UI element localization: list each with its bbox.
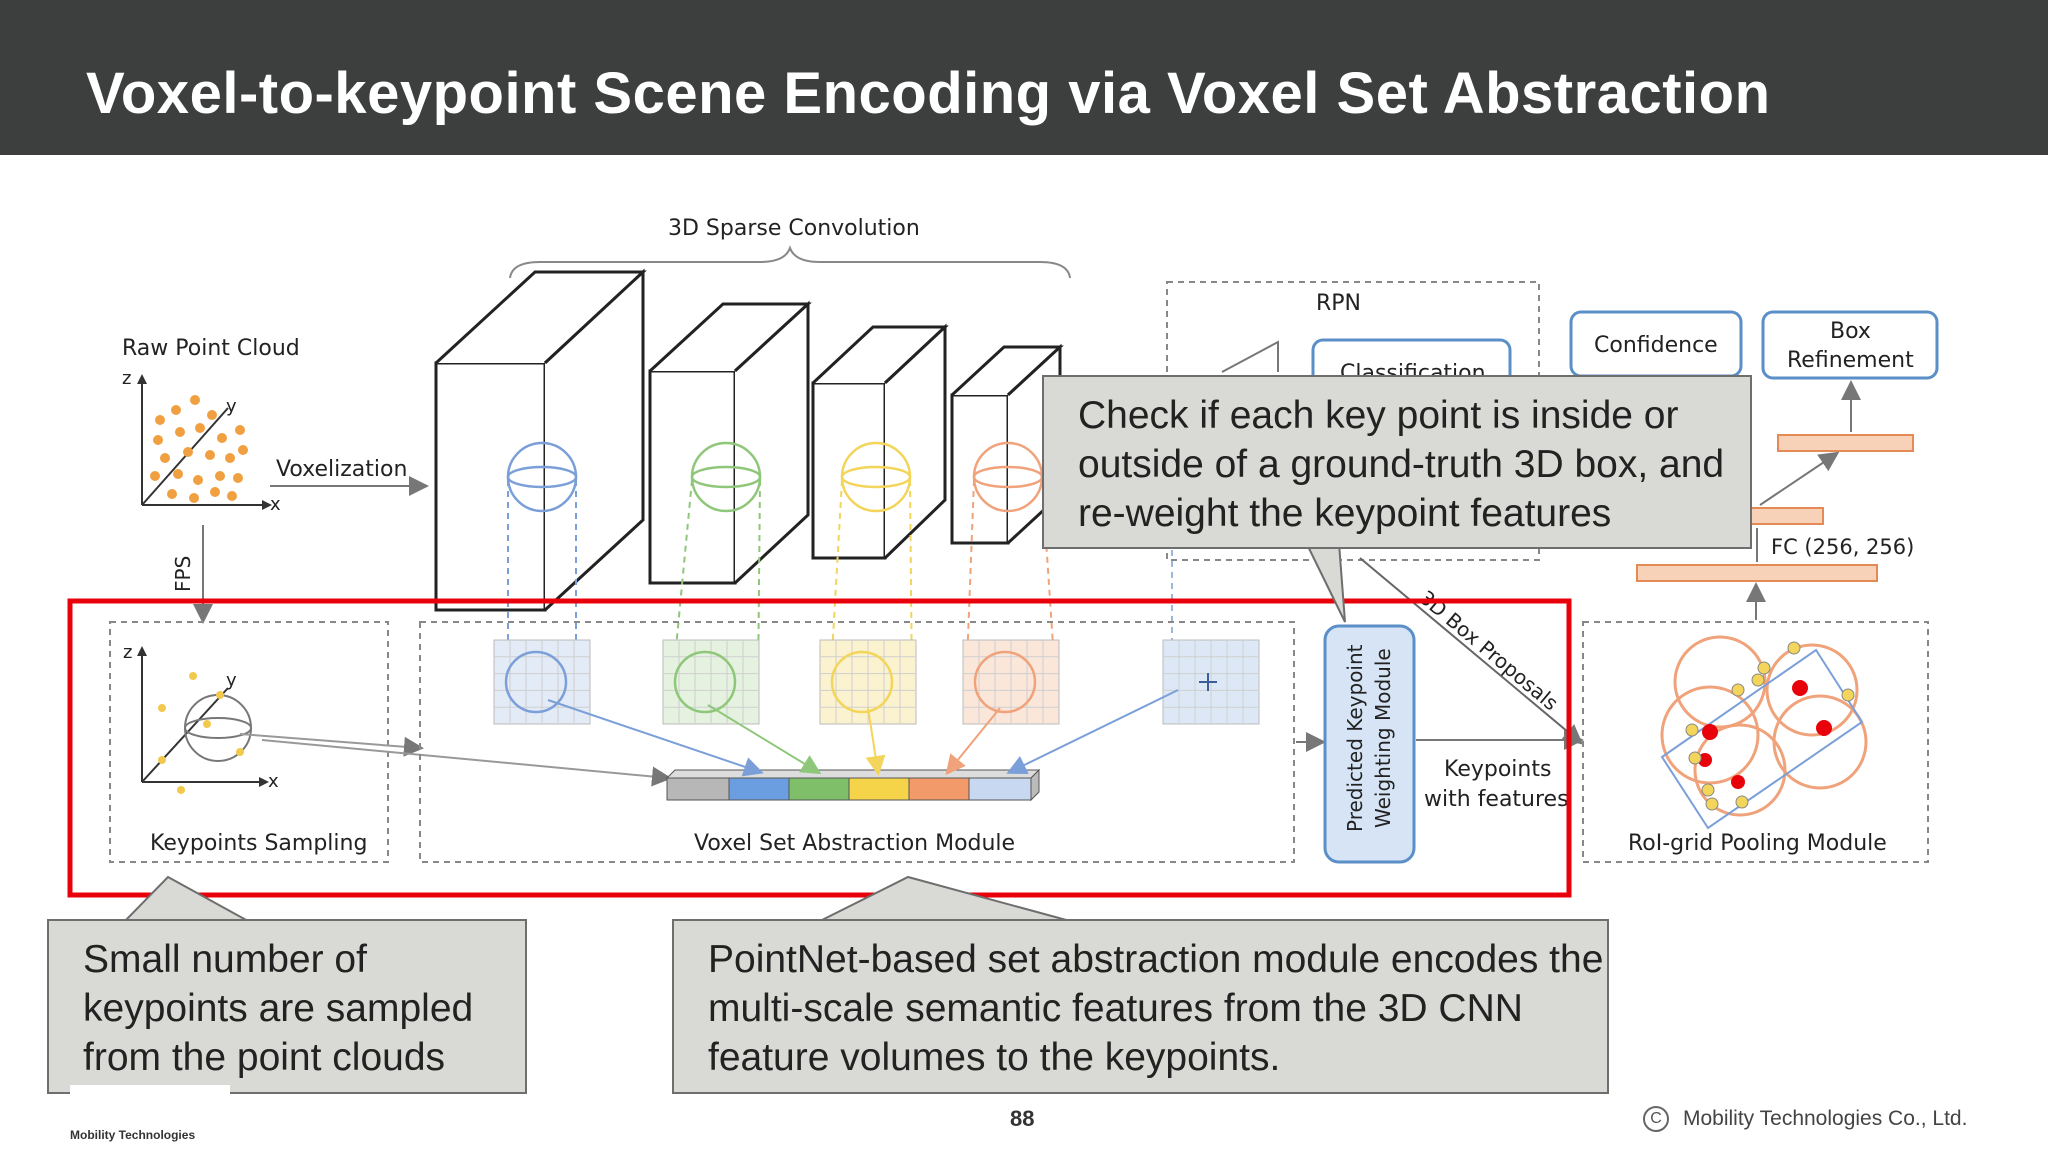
raw-point-cloud-plot: z y x (122, 368, 281, 515)
callout-bottom-middle-text: PointNet-based set abstraction module en… (708, 938, 1604, 1079)
raw-point-cloud-label: Raw Point Cloud (122, 336, 300, 361)
fps-label: FPS (171, 556, 195, 592)
svg-text:x: x (270, 494, 281, 515)
vsa-grids (493, 639, 1260, 725)
page-number: 88 (1010, 1106, 1035, 1131)
vsa-label: Voxel Set Abstraction Module (694, 831, 1015, 856)
bev-point (1199, 673, 1217, 691)
svg-text:z: z (122, 368, 131, 389)
callout-pointer-bottom-middle (819, 875, 1071, 922)
roi-grid-panel (1582, 621, 1929, 863)
svg-text:y: y (226, 396, 237, 417)
title-bar: Voxel-to-keypoint Scene Encoding via Vox… (0, 0, 2048, 155)
voxel-query-ball (504, 650, 568, 714)
feature-arrows (547, 689, 1179, 777)
keypoints-sampling-label: Keypoints Sampling (150, 831, 367, 856)
kp-to-vsa-arrow-2 (261, 739, 672, 787)
voxel-query-ball (830, 650, 894, 714)
copyright-icon: C (1643, 1106, 1669, 1132)
box-refinement-label-2: Refinement (1787, 348, 1914, 373)
roi-grid-label: RoI-grid Pooling Module (1628, 831, 1887, 856)
rpn-shape (1221, 340, 1279, 373)
kp-features-label-2: with features (1424, 787, 1569, 812)
box-proposals-label: 3D Box Proposals (1415, 585, 1563, 715)
pkw-module-box (1323, 624, 1416, 864)
svg-text:y: y (226, 670, 237, 691)
feature-bar (665, 768, 1041, 802)
roi-grid-illustration (1660, 635, 1868, 830)
sparse-conv-label: 3D Sparse Convolution (668, 216, 920, 241)
fc-arrow-1 (1759, 451, 1840, 506)
svg-text:z: z (123, 642, 132, 663)
conv-volumes (434, 268, 1064, 612)
fc-label: FC (256, 256) (1771, 535, 1914, 559)
kp-features-label-1: Keypoints (1444, 757, 1551, 782)
callout-pointer-bottom-left (122, 875, 249, 922)
voxelization-label: Voxelization (276, 457, 407, 482)
sparse-conv-brace (509, 245, 1071, 279)
voxel-query-ball (673, 650, 737, 714)
company-logo: Mobility Technologies (70, 1085, 230, 1142)
callout-bottom-left-text: Small number of keypoints are sampled fr… (83, 938, 474, 1079)
callout-bottom-middle: PointNet-based set abstraction module en… (672, 919, 1609, 1094)
voxel-query-ball (973, 650, 1037, 714)
pkw-label-2: Weighting Module (1371, 648, 1395, 828)
callout-bottom-left: Small number of keypoints are sampled fr… (47, 919, 527, 1094)
callout-top-right-text: Check if each key point is inside or out… (1078, 394, 1725, 535)
slide-title: Voxel-to-keypoint Scene Encoding via Vox… (86, 61, 1771, 126)
box-refinement-box (1761, 310, 1939, 380)
confidence-label: Confidence (1594, 333, 1718, 358)
highlight-rect (67, 598, 1572, 898)
svg-text:x: x (268, 771, 279, 792)
copyright-text: Mobility Technologies Co., Ltd. (1683, 1107, 1968, 1130)
keypoints-sampling-panel (109, 621, 389, 863)
pkw-label-1: Predicted Keypoint (1343, 644, 1367, 832)
callout-top-right: Check if each key point is inside or out… (1042, 375, 1752, 549)
rpn-label: RPN (1316, 291, 1361, 316)
vsa-panel (419, 621, 1295, 863)
svg-text:Mobility Technologies: Mobility Technologies (70, 1128, 195, 1142)
kp-to-vsa-arrow-1 (239, 733, 424, 757)
keypoints-plot: z y x (123, 642, 279, 794)
copyright: C Mobility Technologies Co., Ltd. (1643, 1106, 1967, 1132)
box-proposals-arrow (1359, 557, 1584, 745)
box-refinement-label-1: Box (1830, 319, 1871, 344)
